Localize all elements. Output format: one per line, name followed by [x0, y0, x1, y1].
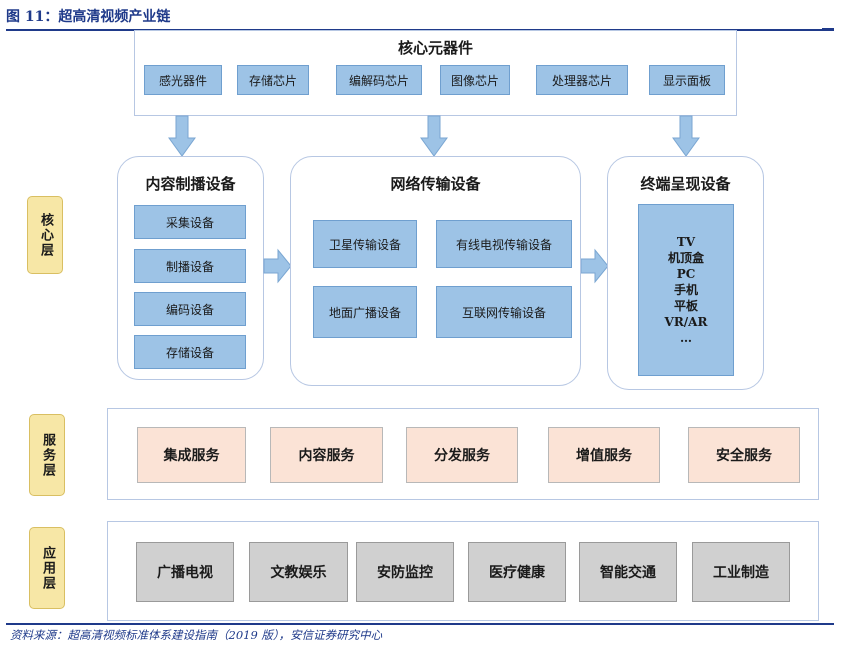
content-device-box: 制播设备 — [134, 249, 246, 283]
right-arrow-icon — [580, 248, 609, 284]
layer-label-text: 服务层 — [40, 432, 55, 478]
service-box: 安全服务 — [688, 427, 800, 483]
terminal-device-item: VR/AR — [664, 315, 708, 329]
terminal-device-item: PC — [676, 267, 696, 281]
application-box: 医疗健康 — [468, 542, 566, 602]
application-box: 广播电视 — [136, 542, 234, 602]
down-arrow-icon — [168, 115, 196, 157]
layer-label-service: 服务层 — [29, 414, 65, 496]
network-device-box: 有线电视传输设备 — [436, 220, 572, 268]
component-box: 编解码芯片 — [336, 65, 422, 95]
terminal-device-item: … — [680, 331, 692, 345]
terminal-device-item: 手机 — [673, 283, 698, 297]
network-device-box: 地面广播设备 — [313, 286, 417, 338]
layer-label-core: 核心层 — [27, 196, 63, 274]
core-components-title: 核心元器件 — [397, 39, 473, 57]
layer-label-text: 应用层 — [40, 545, 55, 591]
component-box: 处理器芯片 — [536, 65, 628, 95]
terminal-panel: 终端呈现设备 TV 机顶盒 PC 手机 平板 VR/AR … — [607, 156, 764, 390]
service-box: 分发服务 — [406, 427, 518, 483]
terminal-title: 终端呈现设备 — [640, 175, 731, 193]
service-layer-panel: 集成服务 内容服务 分发服务 增值服务 安全服务 — [107, 408, 819, 500]
terminal-device-item: 平板 — [673, 299, 698, 313]
component-box: 感光器件 — [144, 65, 222, 95]
layer-label-application: 应用层 — [29, 527, 65, 609]
terminal-device-item: TV — [676, 235, 696, 249]
network-device-box: 卫星传输设备 — [313, 220, 417, 268]
figure-source: 资料来源：超高清视频标准体系建设指南（2019 版），安信证券研究中心 — [10, 628, 383, 642]
application-box: 工业制造 — [692, 542, 790, 602]
layer-label-text: 核心层 — [38, 212, 53, 258]
footer-rule — [6, 623, 834, 625]
service-box: 增值服务 — [548, 427, 660, 483]
terminal-device-list: TV 机顶盒 PC 手机 平板 VR/AR … — [638, 204, 734, 376]
application-box: 文教娱乐 — [249, 542, 348, 602]
component-box: 图像芯片 — [440, 65, 510, 95]
core-components-panel: 核心元器件 感光器件 存储芯片 编解码芯片 图像芯片 处理器芯片 显示面板 — [134, 30, 737, 116]
content-production-title: 内容制播设备 — [145, 175, 236, 193]
application-box: 安防监控 — [356, 542, 454, 602]
right-arrow-icon — [263, 248, 292, 284]
application-box: 智能交通 — [579, 542, 677, 602]
network-transmission-panel: 网络传输设备 卫星传输设备 有线电视传输设备 地面广播设备 互联网传输设备 — [290, 156, 581, 386]
network-transmission-title: 网络传输设备 — [390, 175, 481, 193]
service-box: 集成服务 — [137, 427, 246, 483]
content-device-box: 编码设备 — [134, 292, 246, 326]
component-box: 存储芯片 — [237, 65, 309, 95]
network-device-box: 互联网传输设备 — [436, 286, 572, 338]
content-production-panel: 内容制播设备 采集设备 制播设备 编码设备 存储设备 — [117, 156, 264, 380]
figure-title: 图 11：超高清视频产业链 — [6, 9, 171, 25]
content-device-box: 采集设备 — [134, 205, 246, 239]
service-box: 内容服务 — [270, 427, 383, 483]
component-box: 显示面板 — [649, 65, 725, 95]
down-arrow-icon — [672, 115, 700, 157]
title-rule-tick — [822, 28, 834, 30]
terminal-device-item: 机顶盒 — [667, 251, 704, 265]
down-arrow-icon — [420, 115, 448, 157]
content-device-box: 存储设备 — [134, 335, 246, 369]
application-layer-panel: 广播电视 文教娱乐 安防监控 医疗健康 智能交通 工业制造 — [107, 521, 819, 621]
